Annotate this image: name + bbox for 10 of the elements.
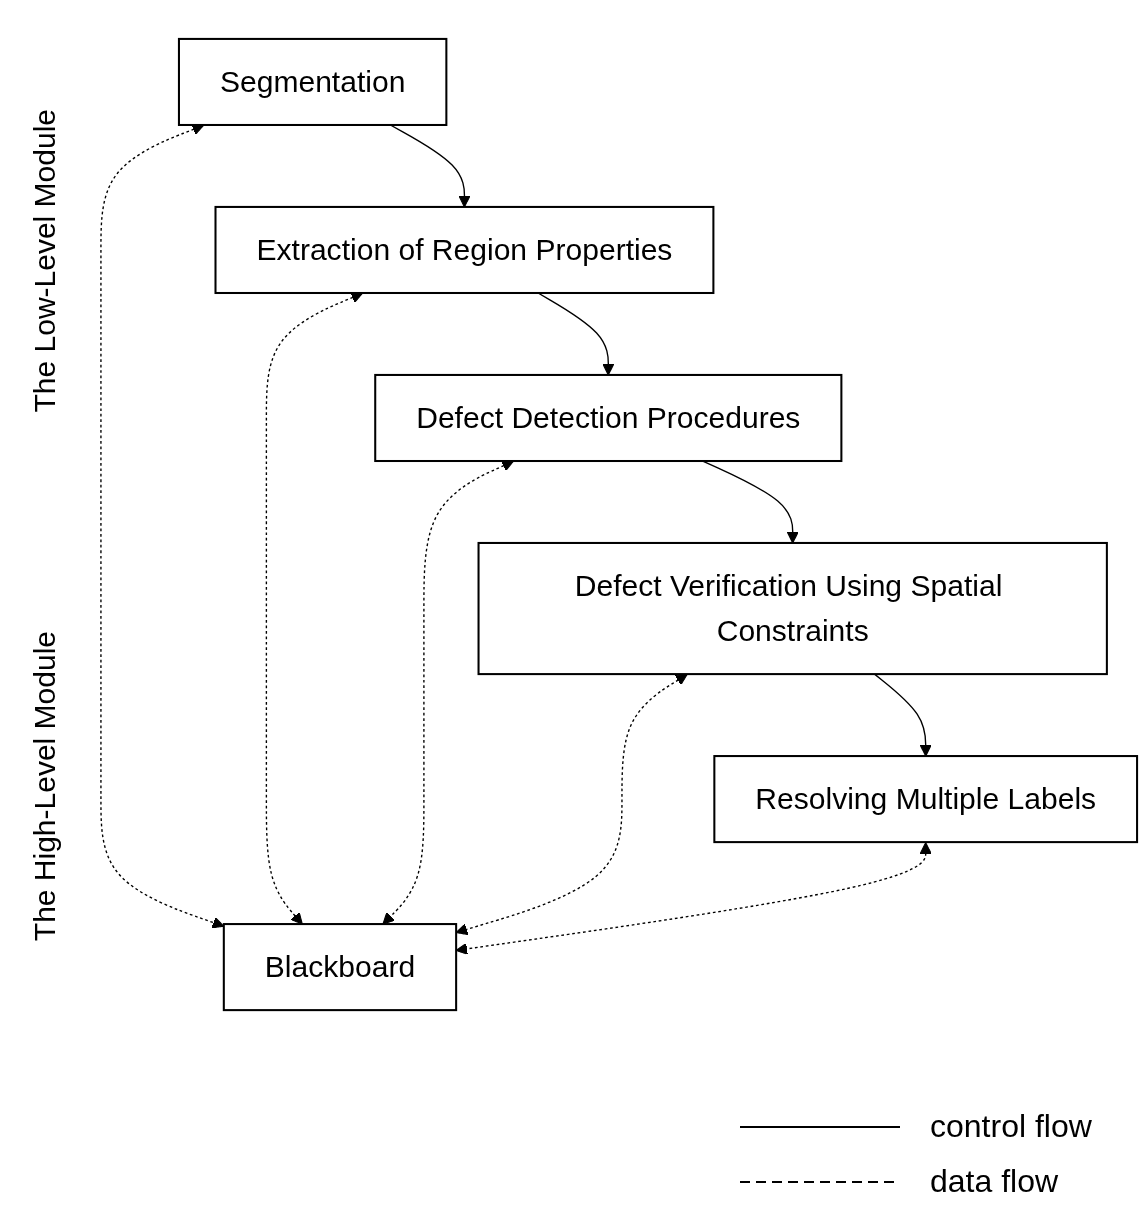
node-box: Segmentation (177, 38, 448, 127)
legend-label: control flow (930, 1108, 1092, 1145)
node-box: Defect Detection Procedures (374, 374, 843, 463)
node-box: Extraction of Region Properties (214, 206, 715, 295)
node-box: Blackboard (222, 923, 458, 1012)
node-box: Resolving Multiple Labels (713, 755, 1139, 844)
module-label: The Low-Level Module (28, 109, 62, 413)
node-box: Defect Verification Using Spatial Constraints (477, 542, 1108, 676)
legend-label: data flow (930, 1163, 1059, 1200)
module-label: The High-Level Module (28, 630, 62, 941)
